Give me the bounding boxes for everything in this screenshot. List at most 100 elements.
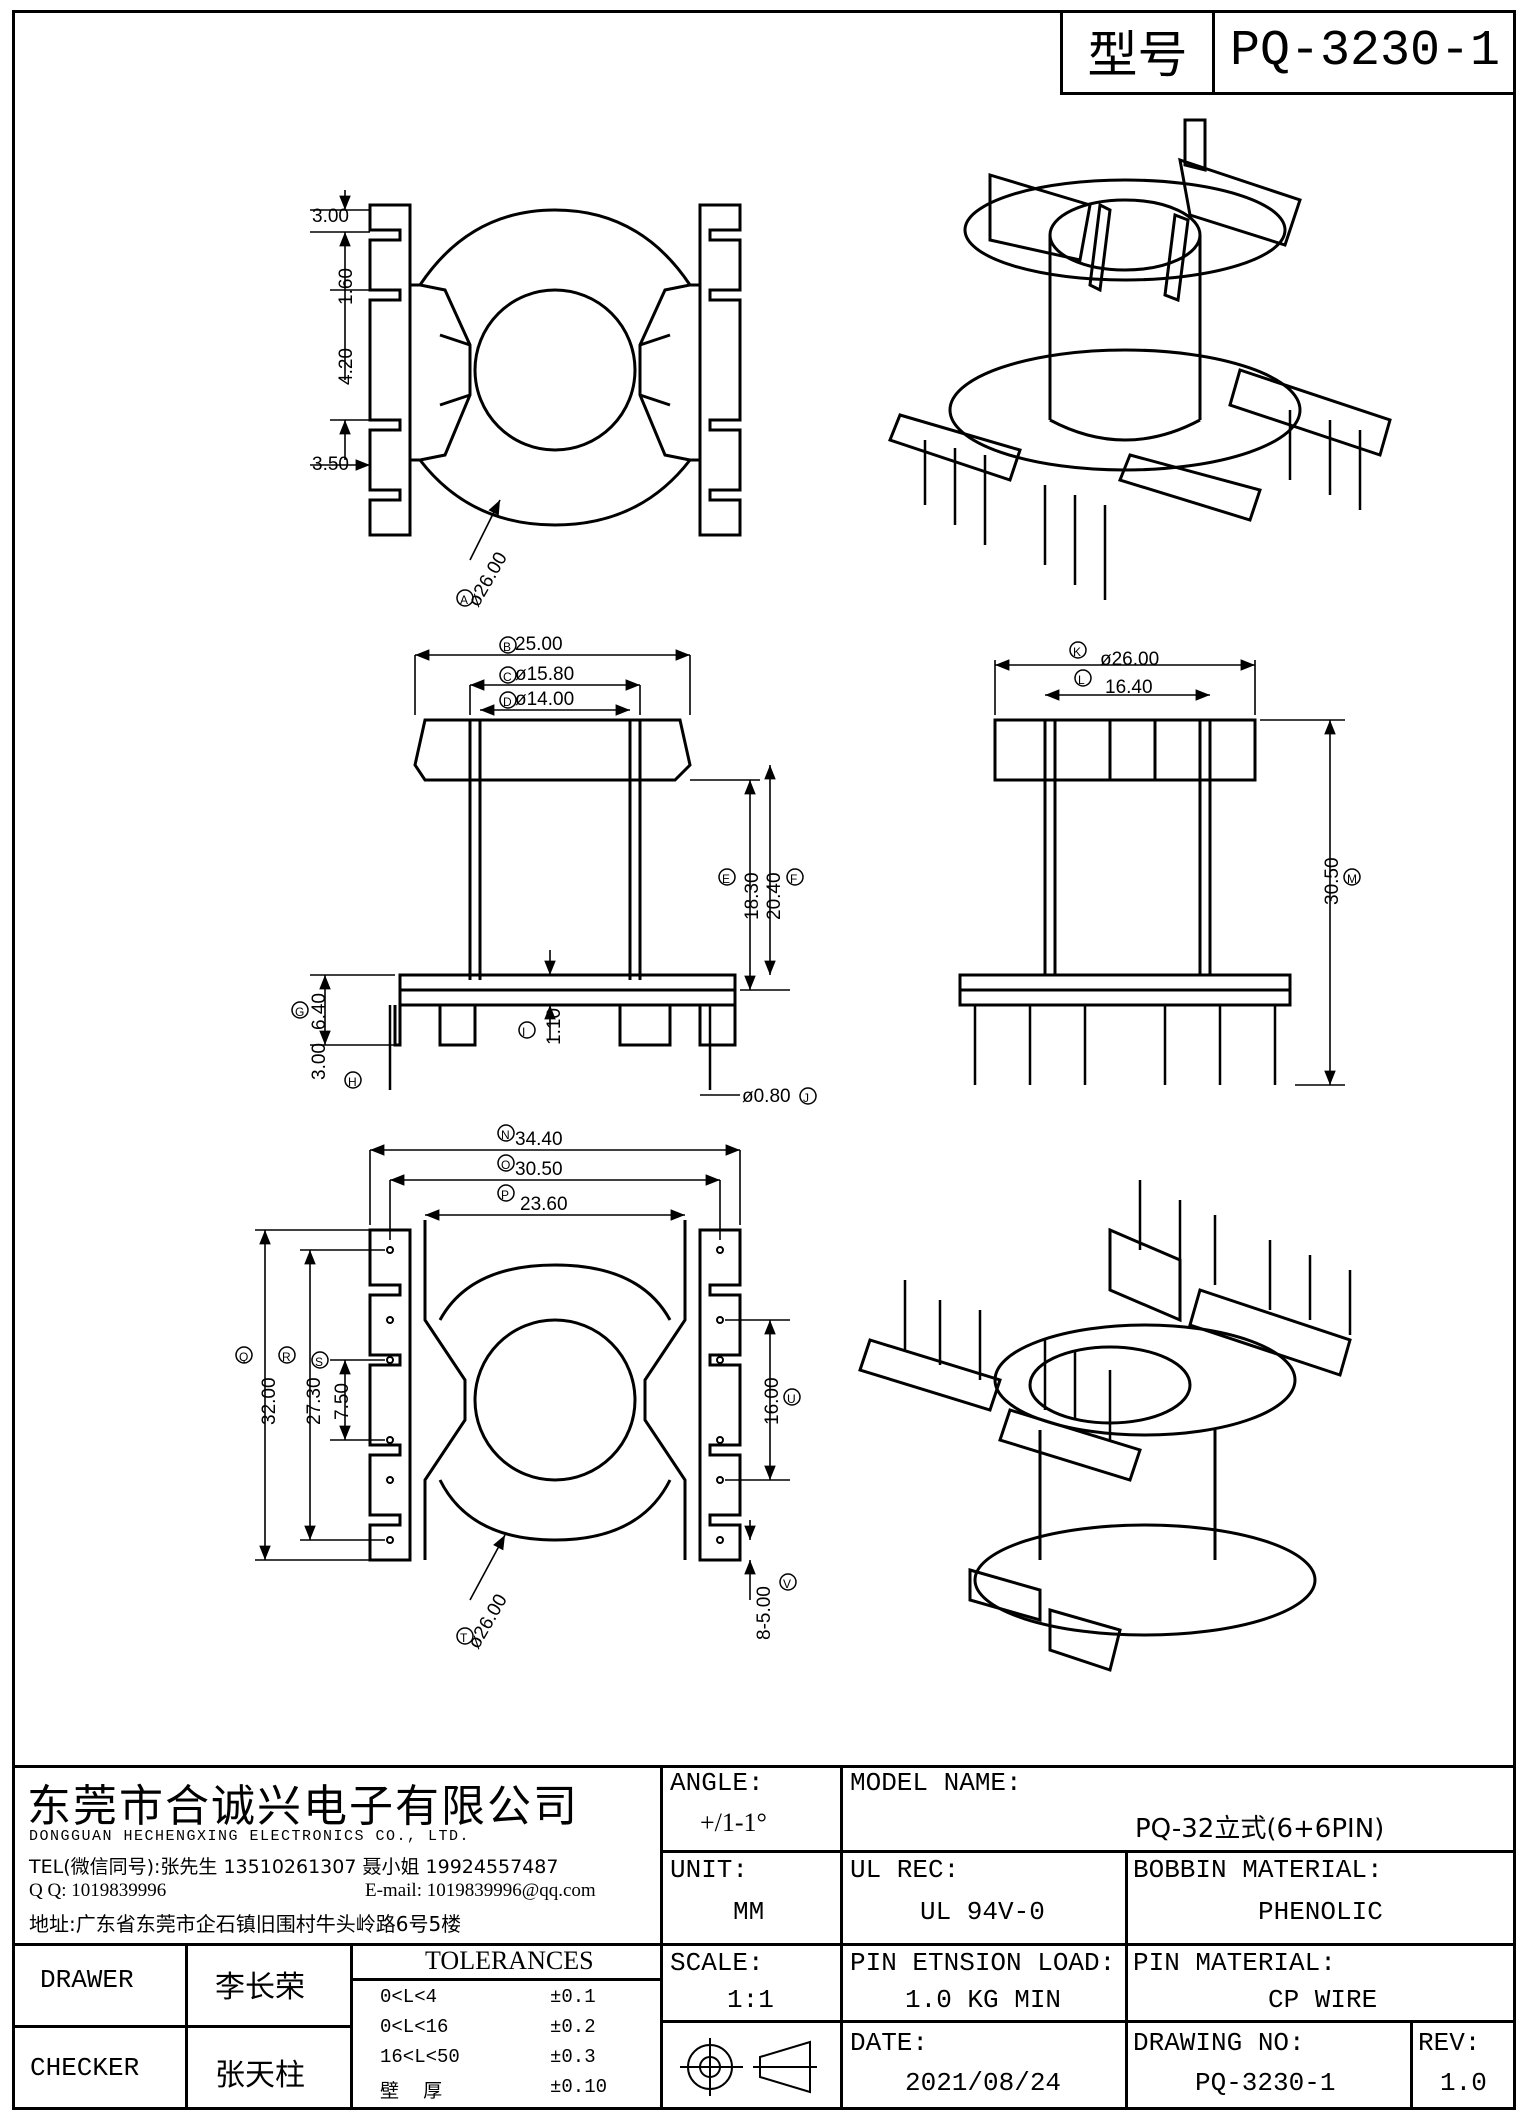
tolerance-value: ±0.1: [550, 1986, 596, 2008]
model-header-label: 型号: [1063, 10, 1215, 92]
pin-material-label: PIN MATERIAL:: [1133, 1948, 1336, 1978]
tag-top-a: A: [460, 593, 468, 607]
dim-front-3-00: 3.00: [309, 1043, 330, 1080]
dim-side-dia-26: ø26.00: [1100, 649, 1159, 670]
dim-bottom-27-30: 27.30: [304, 1377, 325, 1425]
tag-bottom-t: T: [460, 1631, 468, 1645]
ul-rec-label: UL REC:: [850, 1855, 960, 1885]
pin-load-label: PIN ETNSION LOAD:: [850, 1948, 1116, 1978]
date-label: DATE:: [850, 2028, 929, 2058]
company-qq: Q Q: 1019839996: [29, 1880, 167, 1901]
dim-bottom-16-00: 16.00: [762, 1377, 783, 1425]
unit-value: MM: [733, 1897, 765, 1927]
tag-front-d: D: [503, 695, 512, 709]
tb-vline-1: [660, 1765, 663, 2110]
dim-front-dia-15-80: ø15.80: [515, 664, 574, 685]
bobbin-material-value: PHENOLIC: [1258, 1897, 1383, 1927]
tolerance-range: 0<L<16: [380, 2016, 449, 2038]
title-block: [12, 1765, 1516, 2110]
tag-bottom-v: V: [783, 1577, 791, 1591]
checker-label: CHECKER: [30, 2053, 140, 2083]
dim-front-6-40: 6.40: [309, 993, 330, 1030]
tag-front-b: B: [503, 640, 511, 654]
rev-value: 1.0: [1440, 2068, 1487, 2098]
company-name-en: DONGGUAN HECHENGXING ELECTRONICS CO., LT…: [29, 1828, 471, 1845]
dim-bottom-7-50: 7.50: [332, 1383, 353, 1420]
projection-symbol: [680, 2038, 817, 2096]
dim-bottom-23-60: 23.60: [520, 1194, 568, 1215]
tb-vline-2: [840, 1765, 843, 2110]
tolerances-table: 0<L<4 ±0.1 0<L<16 ±0.2 16<L<50 ±0.3 壁 厚 …: [380, 1986, 655, 2106]
drawing-no-label: DRAWING NO:: [1133, 2028, 1305, 2058]
company-info: 东莞市合诚兴电子有限公司 DONGGUAN HECHENGXING ELECTR…: [15, 1768, 660, 1943]
company-email: E-mail: 1019839996@qq.com: [365, 1880, 596, 1901]
tag-bottom-u: U: [787, 1392, 796, 1406]
dim-bottom-34-40: 34.40: [515, 1129, 563, 1150]
model-header-value: PQ-3230-1: [1229, 22, 1501, 80]
dim-bottom-32-00: 32.00: [259, 1377, 280, 1425]
drawing-no-value: PQ-3230-1: [1195, 2068, 1336, 2098]
dim-front-1-10: 1.10: [544, 1008, 565, 1045]
tb-hline-4: [12, 2025, 352, 2028]
drawing-frame: [12, 10, 1516, 2110]
tb-vline-5: [185, 1943, 188, 2110]
date-value: 2021/08/24: [905, 2068, 1062, 2098]
tag-bottom-n: N: [501, 1128, 510, 1142]
tolerance-range: 壁 厚: [380, 2080, 443, 2102]
tolerance-row: 0<L<4 ±0.1: [380, 1986, 655, 2016]
company-address: 地址:广东省东莞市企石镇旧围村牛头岭路6号5楼: [29, 1912, 462, 1936]
rev-label: REV:: [1418, 2028, 1481, 2058]
bottom-view-dims: [255, 1144, 790, 1601]
checker-name: 张天柱: [215, 2058, 305, 2093]
scale-value: 1:1: [727, 1985, 774, 2015]
tolerances-label: TOLERANCES: [425, 1946, 594, 1975]
tag-front-f: F: [790, 872, 797, 886]
dim-bottom-dia-26: ø26.00: [464, 1591, 512, 1653]
dim-front-pin-dia: ø0.80: [742, 1086, 791, 1107]
angle-label: ANGLE:: [670, 1768, 764, 1798]
dim-top-3-00: 3.00: [312, 206, 349, 227]
dim-bottom-8-5-00: 8-5.00: [754, 1586, 775, 1640]
dim-top-4-20: 4.20: [336, 348, 357, 385]
company-tel: TEL(微信同号):张先生 13510261307 聂小姐 1992455748…: [29, 1856, 559, 1878]
tb-hline-3: [660, 2020, 1516, 2023]
unit-label: UNIT:: [670, 1855, 749, 1885]
model-name-label: MODEL NAME:: [850, 1768, 1022, 1798]
tolerance-value: ±0.3: [550, 2046, 596, 2068]
side-view: [958, 718, 1292, 1085]
tolerance-value: ±0.2: [550, 2016, 596, 2038]
side-view-dims: [994, 659, 1345, 1086]
dim-front-dia-14-00: ø14.00: [515, 689, 574, 710]
pin-material-value: CP WIRE: [1268, 1985, 1378, 2015]
tag-front-i: I: [522, 1025, 525, 1039]
model-name-value: PQ-32立式(6+6PIN): [1135, 1814, 1385, 1844]
dim-front-18-30: 18.30: [742, 872, 763, 920]
dim-bottom-30-50: 30.50: [515, 1159, 563, 1180]
dim-top-1-60: 1.60: [336, 268, 357, 305]
top-view: [368, 203, 742, 537]
tb-hline-1: [660, 1850, 1516, 1853]
tolerance-row: 16<L<50 ±0.3: [380, 2046, 655, 2076]
drawer-name: 李长荣: [215, 1970, 305, 2005]
company-name-cn: 东莞市合诚兴电子有限公司: [27, 1781, 579, 1832]
front-view-dims: [310, 649, 790, 1096]
tag-front-h: H: [348, 1075, 357, 1089]
tb-vline-3: [1125, 1850, 1128, 2110]
dim-side-16-40: 16.40: [1105, 677, 1153, 698]
angle-value: +/1-1°: [700, 1808, 767, 1837]
iso-view-bottom: [858, 1180, 1352, 1672]
tag-bottom-r: R: [282, 1350, 291, 1364]
tag-side-k: K: [1073, 645, 1081, 659]
tb-hline-5: [350, 1978, 660, 1981]
tag-front-j: J: [803, 1091, 809, 1105]
ul-rec-value: UL 94V-0: [920, 1897, 1045, 1927]
tag-bottom-q: Q: [239, 1350, 248, 1364]
tag-bottom-s: S: [315, 1355, 323, 1369]
tb-vline-4: [1410, 2020, 1413, 2110]
tag-side-m: M: [1347, 872, 1357, 886]
pin-load-value: 1.0 KG MIN: [905, 1985, 1062, 2015]
tag-bottom-p: P: [501, 1188, 509, 1202]
dim-top-3-50: 3.50: [312, 454, 349, 475]
top-view-dims: [310, 190, 501, 561]
tb-vline-6: [350, 1943, 353, 2110]
